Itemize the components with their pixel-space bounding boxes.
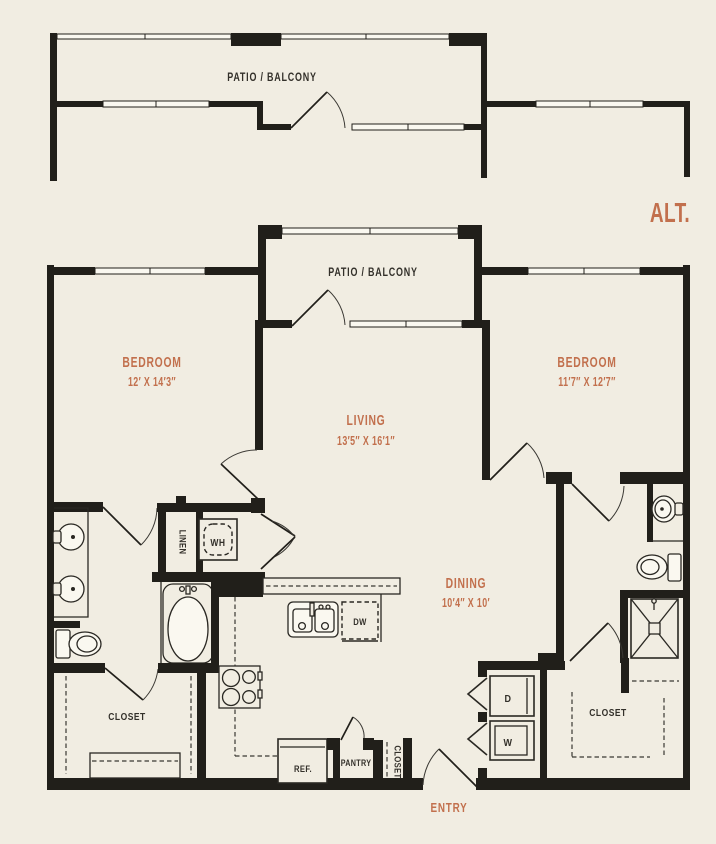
closet-right-label: CLOSET	[589, 707, 626, 718]
washer-label: W	[503, 738, 512, 750]
dining-label: DINING	[446, 574, 487, 591]
closet-right-door	[569, 622, 624, 662]
closet-left: CLOSET	[65, 663, 206, 779]
counter	[262, 577, 401, 595]
water-heater: WH	[198, 518, 238, 561]
bath-right	[538, 484, 684, 693]
alt-label: ALT.	[650, 197, 690, 229]
sink-icon	[651, 495, 684, 523]
closet-entry: CLOSET	[373, 738, 412, 780]
wall	[231, 33, 281, 46]
bath-door	[102, 506, 158, 546]
hall-door	[571, 483, 625, 522]
dishwasher: DW	[341, 601, 379, 642]
upper-partial-plan: PATIO / BALCONY ALT.	[50, 33, 690, 229]
toilet-icon	[55, 629, 102, 659]
refrigerator-label: REF.	[294, 763, 312, 774]
bedroom-left-door	[220, 449, 260, 501]
closet-entry-label: CLOSET	[392, 745, 403, 778]
wall-bottom	[47, 778, 423, 790]
patio-balcony-label: PATIO / BALCONY	[328, 267, 417, 279]
wall-right	[683, 265, 690, 790]
entry-label: ENTRY	[431, 802, 468, 816]
closet-left-door	[104, 667, 159, 701]
laundry-closet: D W	[466, 661, 565, 780]
bedroom-right-label: BEDROOM	[557, 353, 616, 370]
main-plan: PATIO / BALCONY BEDROOM 12′ X 14′3″	[47, 225, 690, 815]
pantry-door	[340, 716, 365, 741]
closet-right: CLOSET	[571, 680, 679, 758]
patio-balcony: PATIO / BALCONY	[258, 225, 490, 328]
linen-label: LINEN	[177, 530, 188, 555]
window	[280, 33, 450, 40]
patio-door	[291, 289, 346, 327]
bathtub-icon	[160, 582, 214, 664]
bifold-door-icon	[466, 677, 488, 711]
living-dims: 13′5″ X 16′1″	[337, 435, 395, 449]
pantry: PANTRY	[327, 716, 374, 780]
bedroom-right-dims: 11′7″ X 12′7″	[558, 376, 616, 390]
wall-left	[47, 265, 54, 790]
entry-door	[422, 748, 478, 788]
refrigerator: REF.	[277, 738, 328, 784]
window	[56, 33, 232, 40]
dishwasher-label: DW	[353, 616, 366, 627]
bedroom-left: BEDROOM 12′ X 14′3″	[122, 320, 265, 513]
dining-dims: 10′4″ X 10′	[442, 597, 490, 611]
water-heater-label: WH	[210, 537, 225, 548]
wall-bottom	[476, 778, 690, 790]
master-bath: LINEN WH	[52, 496, 296, 701]
closet-left-label: CLOSET	[108, 711, 145, 722]
patio-door	[290, 91, 346, 129]
water-heater-doors	[260, 513, 296, 570]
dryer-label: D	[504, 694, 511, 706]
patio-balcony-label: PATIO / BALCONY	[227, 72, 316, 84]
stove-icon	[218, 665, 263, 709]
pantry-label: PANTRY	[341, 758, 372, 768]
wall	[449, 33, 487, 46]
toilet-icon	[636, 553, 682, 582]
entry: ENTRY	[422, 748, 478, 816]
bedroom-left-label: BEDROOM	[122, 353, 181, 370]
washer: W	[489, 720, 535, 761]
bedroom-right-door	[489, 442, 545, 481]
wall	[481, 33, 487, 178]
shower-icon	[630, 598, 679, 659]
kitchen: DW REF.	[211, 575, 412, 784]
upper-patio-label: PATIO / BALCONY	[227, 72, 316, 84]
dryer: D	[489, 675, 535, 717]
bifold-door-icon	[466, 722, 488, 756]
alt-variant-label: ALT.	[650, 197, 690, 229]
living-label: LIVING	[347, 411, 386, 428]
bedroom-left-dims: 12′ X 14′3″	[128, 376, 176, 390]
kitchen-sink-icon	[287, 601, 339, 638]
bedroom-right: BEDROOM 11′7″ X 12′7″	[482, 320, 690, 522]
double-vanity	[52, 507, 89, 618]
